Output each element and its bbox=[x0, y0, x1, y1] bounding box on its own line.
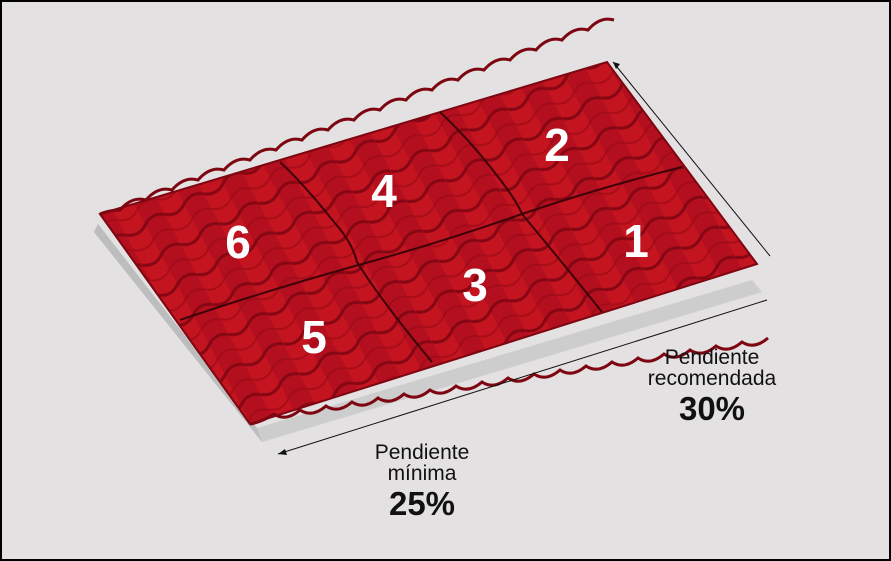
tile-number-1: 1 bbox=[623, 215, 649, 267]
slope-recommended-caption: Pendiente recomendada bbox=[647, 346, 777, 391]
slope-minimum-caption: Pendiente mínima bbox=[374, 441, 470, 486]
slope-minimum-label: Pendiente mínima 25% bbox=[342, 442, 502, 520]
slope-minimum-arrow bbox=[277, 299, 768, 455]
tile-seams bbox=[179, 111, 683, 363]
tile-number-2: 2 bbox=[544, 119, 570, 171]
tile-number-6: 6 bbox=[225, 216, 251, 268]
tile-number-5: 5 bbox=[301, 311, 327, 363]
slope-recommended-arrow bbox=[612, 61, 771, 257]
slope-recommended-label: Pendiente recomendada 30% bbox=[632, 347, 792, 425]
tile-number-3: 3 bbox=[462, 259, 488, 311]
slope-recommended-value: 30% bbox=[678, 389, 746, 427]
slope-minimum-value: 25% bbox=[388, 484, 456, 522]
roof-surface bbox=[98, 60, 759, 426]
tile-number-4: 4 bbox=[371, 165, 397, 217]
